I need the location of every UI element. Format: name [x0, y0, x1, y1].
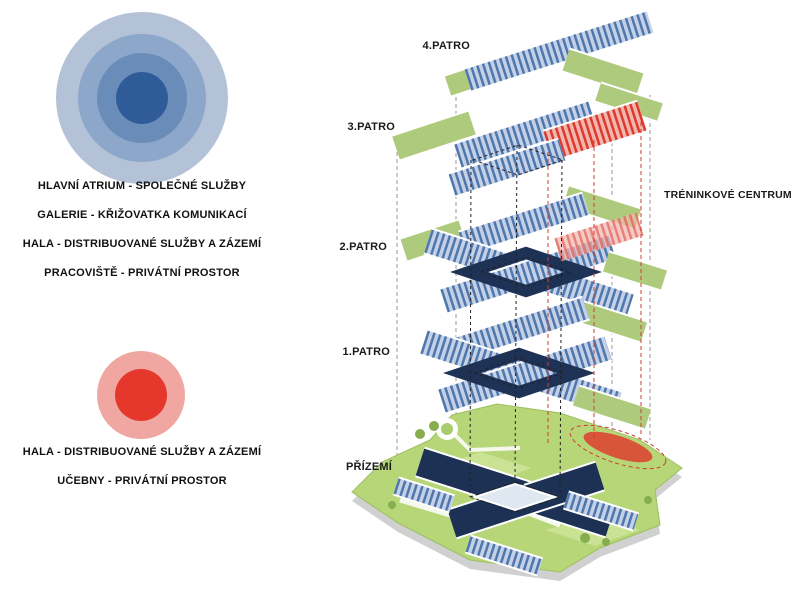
annotation-treninkove-centrum: TRÉNINKOVÉ CENTRUM — [664, 189, 792, 201]
courtyard — [471, 482, 559, 512]
ground-wing — [563, 492, 639, 530]
floor-label-4patro: 4.PATRO — [422, 40, 470, 52]
legend-blue-labels: HLAVNÍ ATRIUM - SPOLEČNÉ SLUŽBY GALERIE … — [8, 180, 276, 279]
atrium-ring — [443, 347, 595, 399]
legend-line: UČEBNY - PRIVÁTNÍ PROSTOR — [57, 475, 227, 487]
floor-4 — [444, 9, 664, 123]
legend-red-diagram — [97, 351, 185, 439]
legend-line: HALA - DISTRIBUOVANÉ SLUŽBY A ZÁZEMÍ — [22, 446, 262, 458]
facade-bar — [458, 193, 590, 254]
floor-label-3patro: 3.PATRO — [347, 121, 395, 133]
legend-red-labels: HALA - DISTRIBUOVANÉ SLUŽBY A ZÁZEMÍ UČE… — [8, 446, 276, 487]
floor-3 — [391, 99, 648, 231]
legend-line: HLAVNÍ ATRIUM - SPOLEČNÉ SLUŽBY — [37, 180, 247, 192]
atrium-ring — [450, 246, 602, 298]
trees — [388, 421, 652, 546]
green-slab — [392, 111, 476, 160]
ring-ucebny — [115, 369, 167, 421]
green-slab — [603, 252, 667, 290]
ground-floor-site — [351, 403, 683, 581]
facade-bar — [456, 297, 590, 359]
training-center-projection-lines — [547, 122, 667, 470]
ring-pracoviste — [116, 72, 168, 124]
ground-wing — [393, 478, 455, 512]
facade-bar — [438, 336, 612, 413]
training-center-footprint — [583, 431, 653, 463]
legend-line: GALERIE - KŘIŽOVATKA KOMUNIKACÍ — [37, 209, 247, 221]
training-center-slab — [543, 101, 647, 161]
facade-bar — [448, 139, 566, 196]
floor-label-2patro: 2.PATRO — [339, 241, 387, 253]
ground-wing — [465, 536, 543, 575]
legend-blue-diagram — [56, 12, 228, 184]
facade-bar — [464, 11, 654, 91]
green-slab — [595, 83, 663, 121]
green-slab — [562, 49, 644, 95]
legend-line: PRACOVIŠTĚ - PRIVÁTNÍ PROSTOR — [44, 267, 240, 279]
floor-1 — [419, 295, 652, 431]
atrium-projection-prism — [468, 144, 573, 513]
floor-label-1patro: 1.PATRO — [342, 346, 390, 358]
legend-line: HALA - DISTRIBUOVANÉ SLUŽBY A ZÁZEMÍ — [22, 238, 262, 250]
floor-label-prizemi: PŘÍZEMÍ — [345, 461, 392, 473]
green-slab — [572, 386, 652, 429]
training-center-slab-faded — [554, 212, 644, 262]
